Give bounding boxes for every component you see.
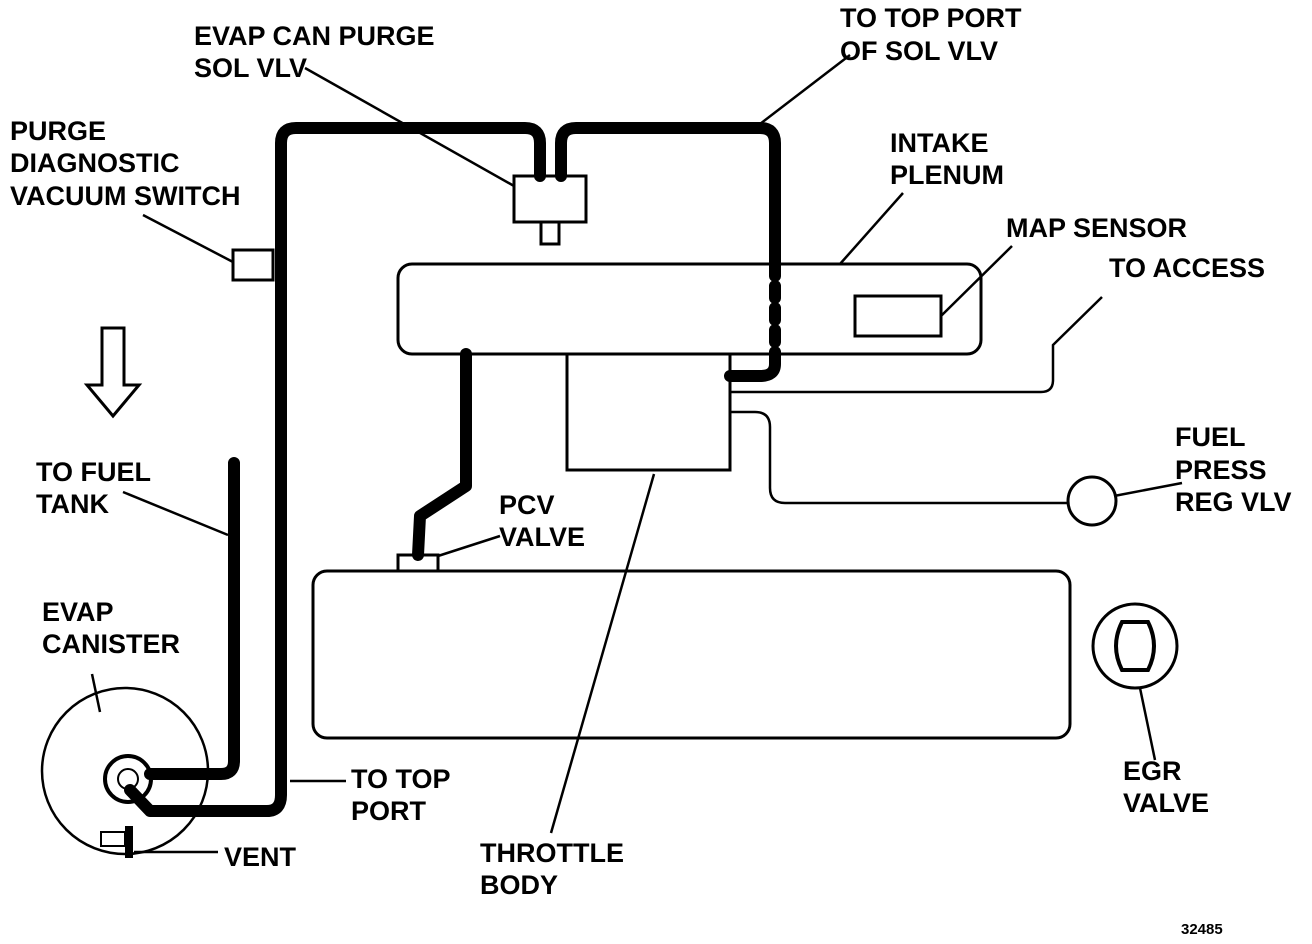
hose-fuel-tank-to-canister	[144, 457, 240, 780]
hose-purge-valve-to-throttle-body	[555, 122, 781, 270]
thin-lines	[90, 54, 1183, 854]
label-to-top-port-of-sol-vlv: TO TOP PORT OF SOL VLV	[840, 3, 1029, 66]
figure-number: 32485	[1181, 921, 1223, 938]
vent-fitting	[100, 826, 133, 858]
label-to-top-port: TO TOP PORT	[351, 764, 458, 826]
label-evap-can-purge-sol-vlv: EVAP CAN PURGE SOL VLV	[194, 21, 442, 83]
label-evap-canister: EVAP CANISTER	[42, 597, 180, 659]
hose-canister-to-purge-valve	[124, 122, 546, 817]
line-to-fuel-press-reg	[730, 410, 1068, 505]
label-pcv-valve: PCV VALVE	[499, 490, 585, 552]
label-to-fuel-tank: TO FUEL TANK	[36, 457, 158, 519]
label-throttle-body: THROTTLE BODY	[480, 838, 632, 900]
vacuum-hoses	[124, 122, 781, 817]
egr-valve	[1091, 602, 1179, 690]
label-vent: VENT	[224, 842, 297, 872]
line-to-access	[730, 296, 1103, 394]
label-map-sensor: MAP SENSOR	[1006, 213, 1187, 243]
fuel-pressure-regulator-valve	[1066, 475, 1118, 527]
label-intake-plenum: INTAKE PLENUM	[890, 128, 1004, 190]
label-egr-valve: EGR VALVE	[1123, 756, 1209, 818]
label-fuel-press-reg-vlv: FUEL PRESS REG VLV	[1175, 422, 1292, 517]
map-sensor	[853, 294, 943, 338]
purge-diagnostic-vacuum-switch	[231, 248, 275, 282]
down-arrow-outline-icon	[83, 326, 143, 419]
label-to-access: TO ACCESS	[1109, 253, 1265, 283]
label-purge-diagnostic-vacuum-switch: PURGE DIAGNOSTIC VACUUM SWITCH	[10, 116, 240, 211]
hose-plenum-to-pcv	[412, 348, 472, 561]
engine-block	[311, 569, 1072, 740]
throttle-body	[565, 352, 732, 472]
purge-solenoid-valve	[512, 174, 588, 246]
